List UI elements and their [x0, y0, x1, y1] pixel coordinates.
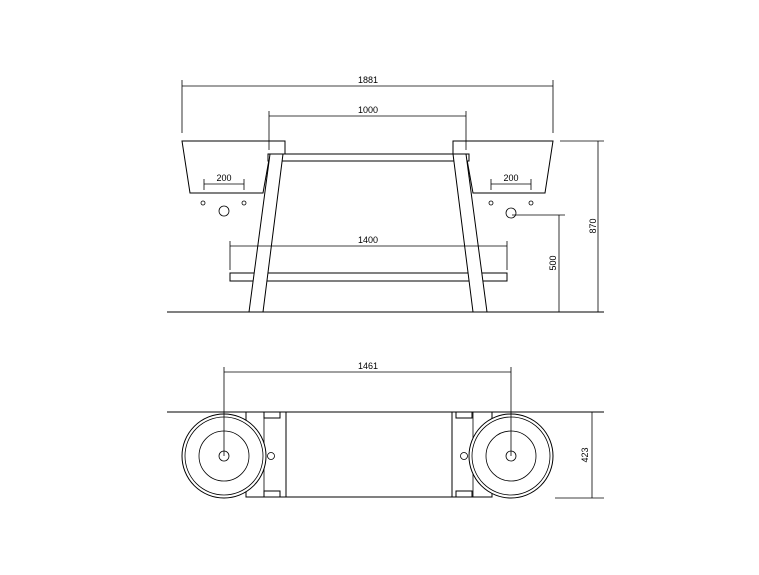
dim-total-height-label: 870 [588, 218, 598, 233]
dim-right-tap: 200 [490, 173, 532, 190]
dim-overall-width: 1881 [181, 75, 554, 133]
top-rail [267, 153, 470, 162]
lower-shelf [229, 272, 508, 282]
dim-left-tap: 200 [203, 173, 245, 190]
dim-shelf-width-label: 1400 [358, 235, 378, 245]
right-tap-hole-2 [528, 200, 534, 206]
left-tap-plan [267, 452, 275, 460]
dim-shelf-width: 1400 [229, 235, 508, 270]
dim-overall-width-label: 1881 [358, 75, 378, 85]
right-tap-plan [460, 452, 468, 460]
dim-basin-centers: 1461 [223, 361, 512, 456]
left-tap-hole-2 [241, 200, 247, 206]
plan-view: 1461 423 [167, 361, 604, 499]
right-tap-hole-1 [488, 200, 494, 206]
dim-depth: 423 [555, 411, 604, 499]
dim-shelf-height: 500 [512, 214, 565, 312]
front-elevation: 1881 1000 200 200 1400 [167, 75, 604, 313]
left-drain-hole [218, 205, 230, 217]
dim-basin-centers-label: 1461 [358, 361, 378, 371]
right-drain-hole [505, 207, 517, 219]
dim-shelf-height-label: 500 [548, 255, 558, 270]
dim-depth-label: 423 [580, 447, 590, 462]
dim-total-height: 870 [560, 140, 604, 312]
left-tap-hole-1 [200, 200, 206, 206]
dim-left-tap-label: 200 [216, 173, 231, 183]
right-leg [452, 153, 488, 313]
dim-right-tap-label: 200 [503, 173, 518, 183]
dim-leg-spacing: 1000 [268, 105, 467, 150]
dim-leg-spacing-label: 1000 [358, 105, 378, 115]
left-leg [248, 153, 284, 313]
